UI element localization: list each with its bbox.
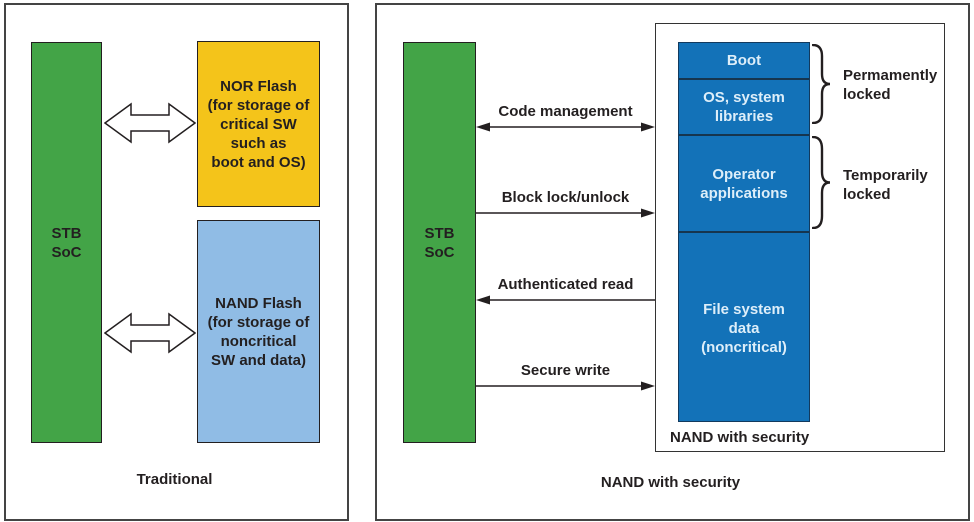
arrow-label-code-management: Code management	[498, 103, 633, 120]
arrow-label-authenticated-read: Authenticated read	[497, 276, 634, 293]
stb-soc-box-right: STB SoC	[403, 42, 476, 443]
stack-section-label-line: Operator	[712, 165, 776, 183]
secure-nand-container-label: NAND with security	[670, 429, 810, 446]
stack-section-label-line: applications	[700, 184, 788, 202]
nand-flash-label-line: NAND Flash	[215, 294, 302, 312]
stack-section-os-system-libraries: OS, system libraries	[679, 78, 809, 134]
stack-section-label-line: libraries	[714, 108, 774, 125]
nand-flash-label-line: noncritical	[220, 332, 297, 350]
arrow-secure-write-icon	[476, 381, 655, 391]
nor-flash-label-line: NOR Flash	[220, 77, 297, 95]
nand-flash-box: NAND Flash (for storage of noncritical S…	[197, 220, 320, 443]
nor-flash-label-line: such as	[230, 134, 287, 152]
stack-section-label-line: OS, system	[703, 89, 785, 106]
secure-nand-stack: Boot OS, system libraries Operator appli…	[678, 42, 810, 422]
nor-flash-label-line: boot and OS)	[211, 153, 306, 171]
caption-nand-with-security: NAND with security	[600, 474, 741, 491]
stb-soc-label-line: SoC	[424, 243, 455, 261]
permanently-locked-label-line: locked	[843, 86, 891, 103]
temporarily-locked-label: Temporarily locked	[843, 166, 928, 204]
stb-soc-box-left: STB SoC	[31, 42, 102, 443]
nor-flash-box: NOR Flash (for storage of critical SW su…	[197, 41, 320, 207]
stb-soc-label-line: STB	[424, 224, 455, 242]
stack-section-boot: Boot	[679, 43, 809, 78]
nor-flash-label-line: critical SW	[220, 115, 297, 133]
temporarily-locked-label-line: Temporarily	[843, 167, 928, 184]
arrow-authenticated-read-icon	[476, 295, 655, 305]
stb-soc-label-line: STB	[51, 224, 82, 242]
stack-section-label-line: File system	[703, 300, 785, 318]
temporarily-locked-label-line: locked	[843, 186, 891, 203]
brace-temporarily-locked-icon	[812, 136, 831, 229]
nand-flash-label-line: (for storage of	[207, 313, 310, 331]
double-arrow-icon	[104, 102, 196, 144]
arrow-code-management-icon	[476, 122, 655, 132]
caption-traditional: Traditional	[136, 471, 213, 488]
stb-soc-label-line: SoC	[51, 243, 82, 261]
nor-flash-label-line: (for storage of	[207, 96, 310, 114]
permanently-locked-label: Permamently locked	[843, 66, 937, 104]
stack-section-label-line: data	[728, 319, 760, 337]
stack-section-operator-applications: Operator applications	[679, 134, 809, 231]
permanently-locked-label-line: Permamently	[843, 67, 938, 84]
arrow-block-lock-unlock-icon	[476, 208, 655, 218]
nand-flash-label-line: SW and data)	[210, 351, 306, 369]
stack-section-label-line: Boot	[726, 52, 762, 69]
arrow-label-secure-write: Secure write	[520, 362, 611, 379]
brace-permanently-locked-icon	[812, 44, 831, 124]
stack-section-label-line: (noncritical)	[701, 338, 787, 356]
arrow-label-block-lock-unlock: Block lock/unlock	[501, 189, 630, 206]
double-arrow-icon	[104, 312, 196, 354]
stack-section-file-system-data: File system data (noncritical)	[679, 231, 809, 423]
